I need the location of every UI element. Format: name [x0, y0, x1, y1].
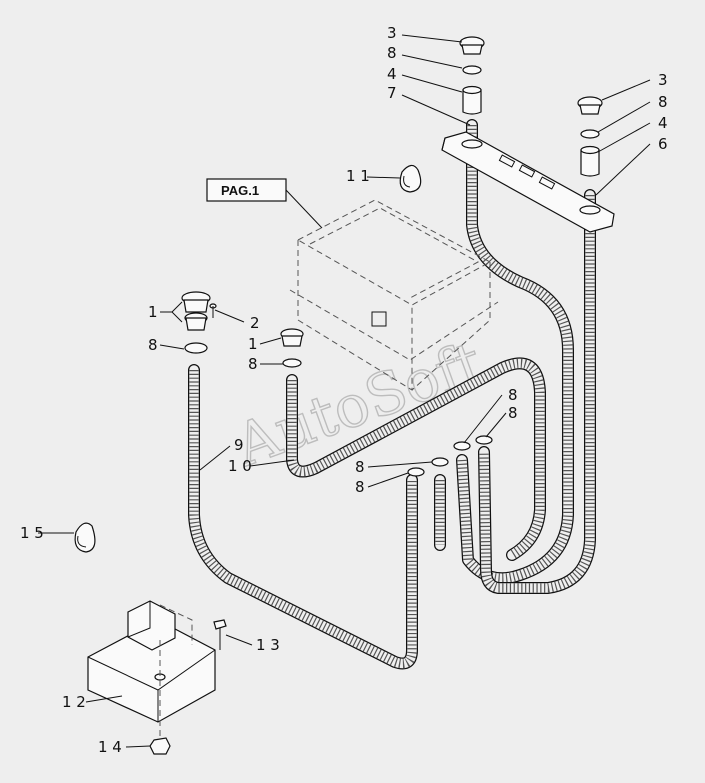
sleeve-right-4 — [580, 145, 600, 177]
ring-top-8 — [462, 65, 482, 75]
cap-right-3 — [577, 96, 603, 115]
ring-low-8b — [475, 435, 493, 445]
ring-right-8 — [580, 129, 600, 139]
callout-right-8: 8 — [658, 93, 668, 111]
ring-low-8d — [407, 467, 425, 477]
cab-box-outline — [289, 199, 499, 391]
callout-9: 9 — [234, 436, 244, 454]
callout-13: 1 3 — [256, 636, 280, 654]
reference-box: PAG.1 — [206, 178, 323, 229]
callout-top-8: 8 — [387, 44, 397, 62]
hose-10 — [286, 357, 546, 561]
clip-11 — [399, 164, 422, 193]
callout-15: 1 5 — [20, 524, 44, 542]
clip-15 — [74, 522, 96, 553]
screw-2 — [209, 303, 217, 318]
callout-top-7: 7 — [387, 84, 397, 102]
callout-right-3: 3 — [658, 71, 668, 89]
callout-right-6: 6 — [658, 135, 668, 153]
hose-7 — [456, 119, 574, 585]
callout-mid-1: 1 — [248, 335, 258, 353]
callout-right-4: 4 — [658, 114, 668, 132]
reference-box-label: PAG.1 — [221, 183, 259, 198]
callout-low-8a: 8 — [508, 386, 518, 404]
callout-11: 1 1 — [346, 167, 370, 185]
hoses — [188, 119, 596, 670]
callout-low-8d: 8 — [355, 478, 365, 496]
callout-10: 1 0 — [228, 457, 252, 475]
callout-left-1: 1 — [148, 303, 158, 321]
screw-13 — [213, 619, 227, 650]
callout-left-8: 8 — [148, 336, 158, 354]
callout-low-8b: 8 — [508, 404, 518, 422]
sleeve-top-4 — [462, 85, 482, 115]
callout-top-4: 4 — [387, 65, 397, 83]
hose-9 — [188, 364, 418, 670]
callout-12: 1 2 — [62, 693, 86, 711]
callout-mid-8: 8 — [248, 355, 258, 373]
callout-low-8c: 8 — [355, 458, 365, 476]
bracket-12 — [87, 600, 216, 740]
leader-lines — [38, 34, 651, 748]
callout-top-3: 3 — [387, 24, 397, 42]
hose-6 — [478, 189, 596, 594]
ring-low-8a — [453, 441, 471, 451]
ring-mid-8 — [282, 358, 302, 368]
cap-left-1 — [181, 291, 211, 331]
mounting-plate — [441, 131, 615, 233]
ring-left-8 — [184, 342, 208, 354]
cap-mid-1 — [280, 328, 304, 347]
callout-14: 1 4 — [98, 738, 122, 756]
callouts: 3 8 4 7 3 8 4 6 1 1 1 2 8 1 8 9 1 0 8 8 … — [20, 24, 668, 756]
nut-14 — [149, 737, 171, 755]
fittings — [181, 36, 603, 477]
ring-low-8c — [431, 457, 449, 467]
callout-left-2: 2 — [250, 314, 260, 332]
cap-top-3 — [459, 36, 485, 55]
